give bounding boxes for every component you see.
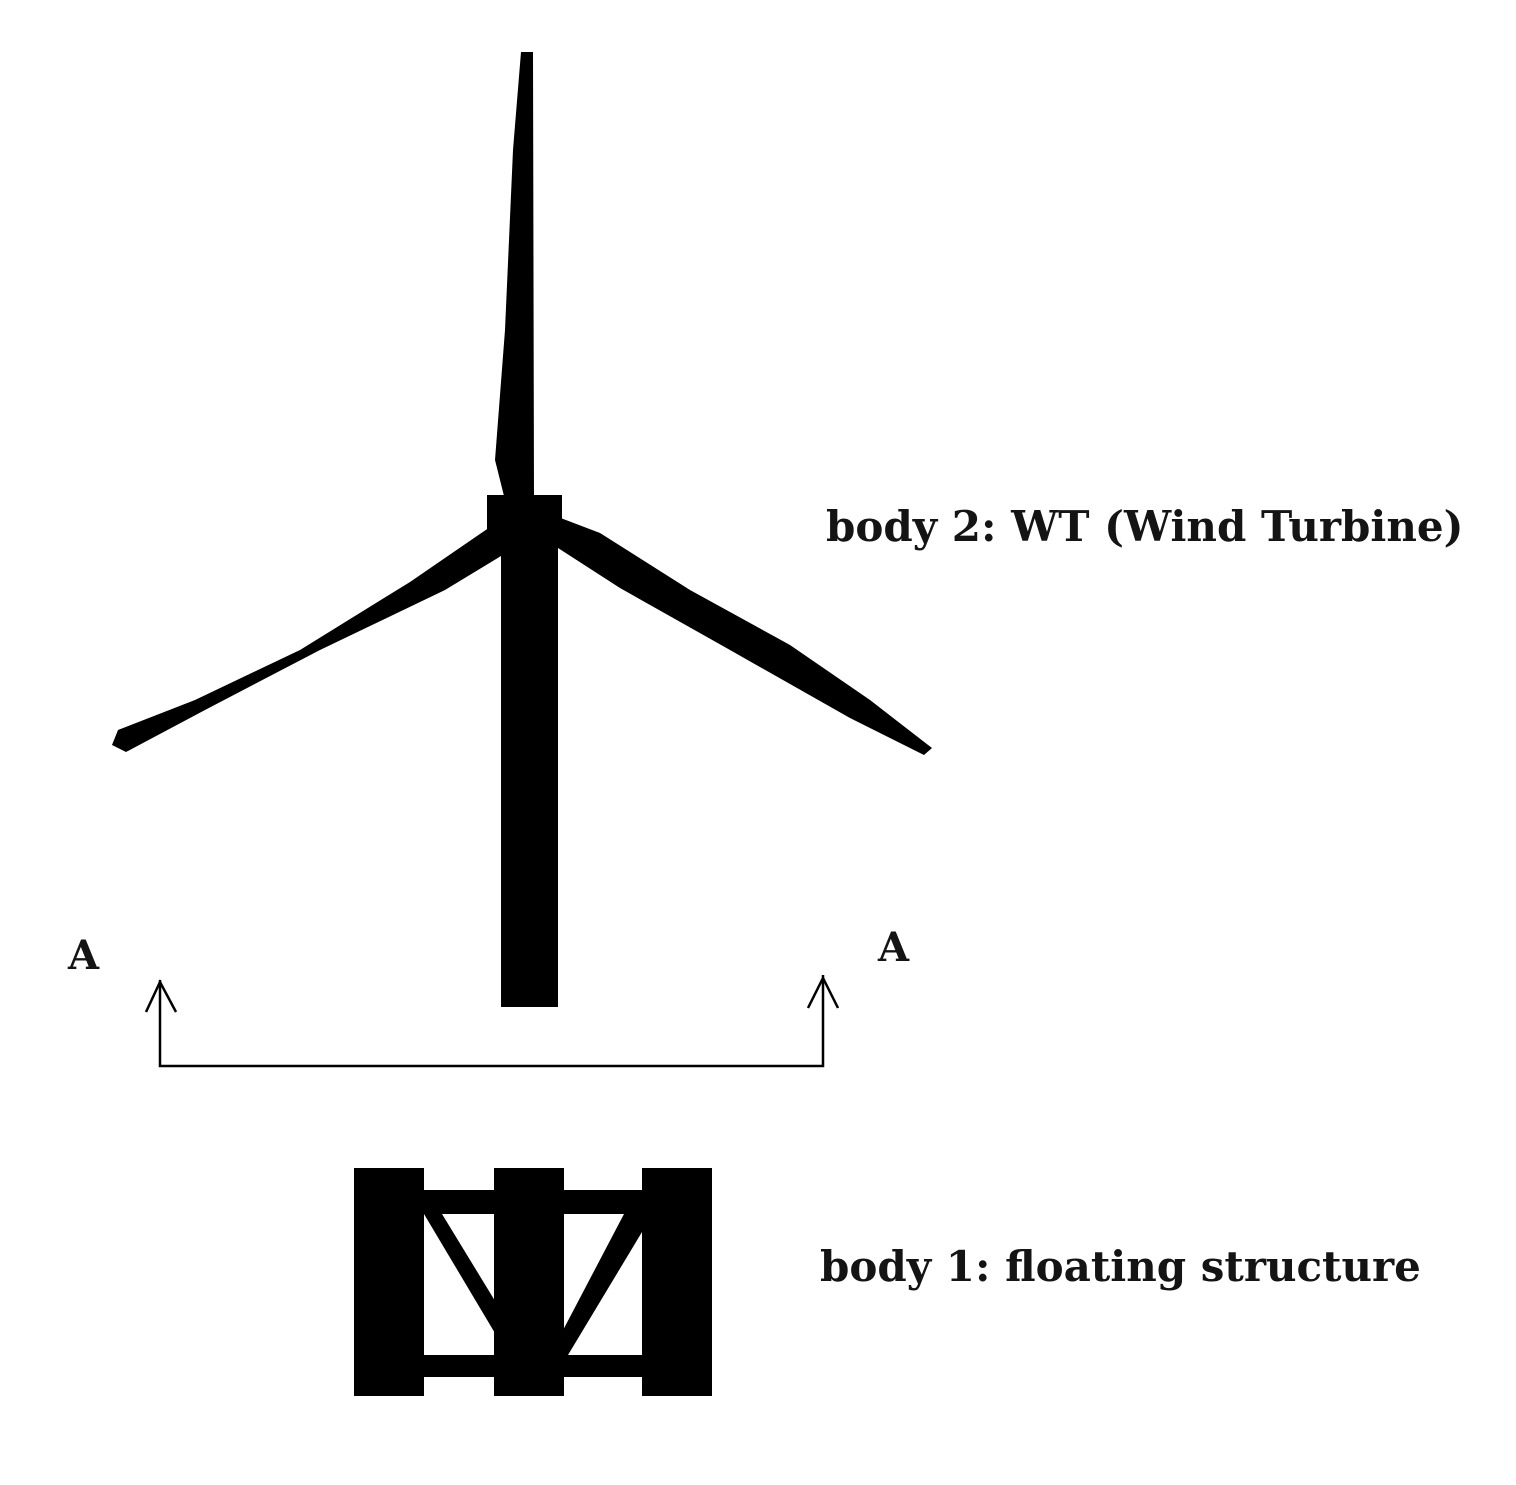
section-label-right: A bbox=[878, 924, 910, 971]
section-line-a-a bbox=[144, 975, 840, 1068]
brace-top bbox=[354, 1190, 712, 1214]
section-label-left: A bbox=[68, 932, 100, 979]
blade-left bbox=[112, 525, 506, 752]
brace-diagonal-left bbox=[424, 1214, 528, 1355]
floating-structure bbox=[354, 1168, 712, 1396]
blade-right bbox=[558, 517, 932, 755]
wind-turbine bbox=[112, 52, 932, 1007]
section-line bbox=[158, 975, 825, 1068]
wind-turbine-label: body 2: WT (Wind Turbine) bbox=[826, 502, 1464, 551]
floating-structure-label: body 1: floating structure bbox=[820, 1242, 1421, 1291]
brace-diagonal-right bbox=[550, 1214, 642, 1355]
section-arrow-right bbox=[806, 975, 840, 1009]
section-arrow-left bbox=[144, 979, 178, 1013]
brace-bottom bbox=[354, 1355, 712, 1377]
blade-top bbox=[495, 52, 534, 500]
tower bbox=[501, 520, 558, 1007]
